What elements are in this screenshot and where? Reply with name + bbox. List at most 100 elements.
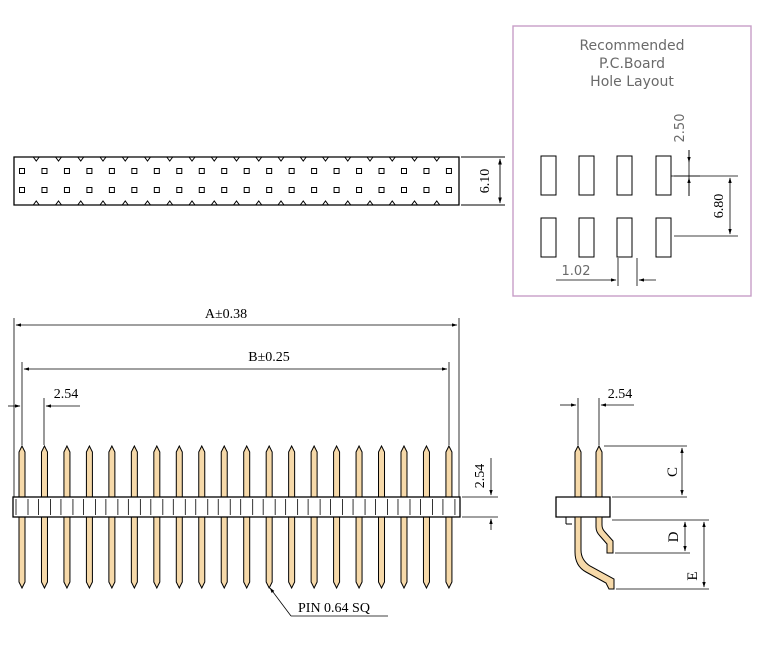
front-view: A±0.38 B±0.25 2.54 2.54 PIN 0.64 SQ: [8, 307, 498, 617]
pin-lower: [378, 516, 386, 590]
pin-hole: [445, 168, 452, 174]
pin-hole: [63, 187, 70, 193]
top-notch: [255, 156, 263, 162]
bottom-notch: [32, 200, 40, 206]
pin-lower: [85, 516, 93, 590]
pin-lower: [355, 516, 363, 590]
pin-upper: [18, 444, 26, 498]
pcb-hole: [616, 155, 633, 196]
pin-upper: [40, 444, 48, 498]
bottom-notch: [77, 200, 85, 206]
bottom-notch: [277, 200, 285, 206]
top-notch: [277, 156, 285, 162]
front-view-pins: [18, 444, 453, 590]
pin-hole: [311, 187, 318, 193]
pin-upper: [198, 444, 206, 498]
pin-hole: [423, 168, 430, 174]
dim-E-label: E: [685, 571, 701, 580]
side-pin-1-top: [574, 444, 582, 498]
pin-hole: [176, 168, 183, 174]
pin-lower: [130, 516, 138, 590]
bottom-notch: [55, 200, 62, 206]
bottom-notch: [433, 200, 441, 206]
pin-hole: [131, 187, 138, 193]
top-notch: [322, 156, 329, 162]
pin-upper: [288, 444, 296, 498]
pin-hole: [41, 168, 48, 174]
recommended-title-line1: Recommended: [579, 38, 684, 54]
top-notch: [433, 156, 441, 162]
pin-hole: [86, 187, 93, 193]
pin-lower: [108, 516, 116, 590]
top-notch: [366, 156, 374, 162]
pcb-hole: [655, 155, 672, 196]
top-notch: [32, 156, 40, 162]
dim-A-label: A±0.38: [205, 307, 247, 322]
pin-upper: [220, 444, 228, 498]
pcb-hole: [616, 217, 633, 258]
front-view-housing-marks: [15, 499, 456, 515]
pin-lower: [220, 516, 228, 590]
pin-lower: [153, 516, 161, 590]
top-notch: [188, 156, 196, 162]
pin-hole: [108, 187, 115, 193]
dim-hole-width-label: 1.02: [562, 264, 591, 279]
pcb-hole: [540, 155, 557, 196]
pin-upper: [85, 444, 93, 498]
pcb-hole: [655, 217, 672, 258]
pin-upper: [378, 444, 386, 498]
pcb-hole: [578, 155, 595, 196]
dim-B-label: B±0.25: [248, 350, 290, 365]
pin-upper: [175, 444, 183, 498]
pcb-hole: [540, 217, 557, 258]
side-view-housing: [555, 496, 611, 518]
dim-housing-label: 2.54: [473, 464, 488, 489]
pcb-hole: [578, 217, 595, 258]
pin-lower: [265, 516, 273, 590]
pin-hole: [288, 187, 295, 193]
top-notch: [411, 156, 418, 162]
pin-hole: [333, 187, 340, 193]
top-notch: [388, 156, 396, 162]
bottom-notch: [99, 200, 107, 206]
pin-lower: [310, 516, 318, 590]
pin-lower: [243, 516, 251, 590]
pin-hole: [153, 187, 160, 193]
pin-hole: [131, 168, 138, 174]
top-notch: [55, 156, 62, 162]
pin-upper: [63, 444, 71, 498]
pin-hole: [221, 187, 228, 193]
pin-hole: [356, 168, 363, 174]
bottom-notch: [344, 200, 352, 206]
pin-hole: [445, 187, 452, 193]
front-view-housing: [12, 496, 461, 518]
bottom-notch: [233, 200, 240, 206]
pin-hole: [400, 187, 407, 193]
pin-hole: [378, 187, 385, 193]
dim-D-label: D: [666, 531, 682, 542]
pcb-hole-pattern: [540, 155, 672, 258]
pin-lower: [333, 516, 341, 590]
pin-hole: [198, 187, 205, 193]
pin-upper: [130, 444, 138, 498]
pin-hole: [63, 168, 70, 174]
pin-lower: [40, 516, 48, 590]
pin-hole: [356, 187, 363, 193]
pin-hole: [221, 168, 228, 174]
top-notch: [166, 156, 174, 162]
pin-upper: [108, 444, 116, 498]
pin-hole: [19, 187, 25, 193]
dim-row-gap-label: 6.80: [712, 194, 727, 219]
bottom-notch: [411, 200, 418, 206]
dim-pitch-v-label: 2.50: [673, 114, 688, 143]
pin-upper: [355, 444, 363, 498]
side-dim-pitch-label: 2.54: [608, 387, 633, 402]
recommended-title-line2: P.C.Board: [599, 56, 665, 72]
side-pin-2-top: [595, 444, 603, 498]
top-notch: [121, 156, 129, 162]
pin-lower: [63, 516, 71, 590]
bottom-notch: [299, 200, 307, 206]
pin-hole: [333, 168, 340, 174]
dim-pitch-label: 2.54: [54, 387, 79, 402]
